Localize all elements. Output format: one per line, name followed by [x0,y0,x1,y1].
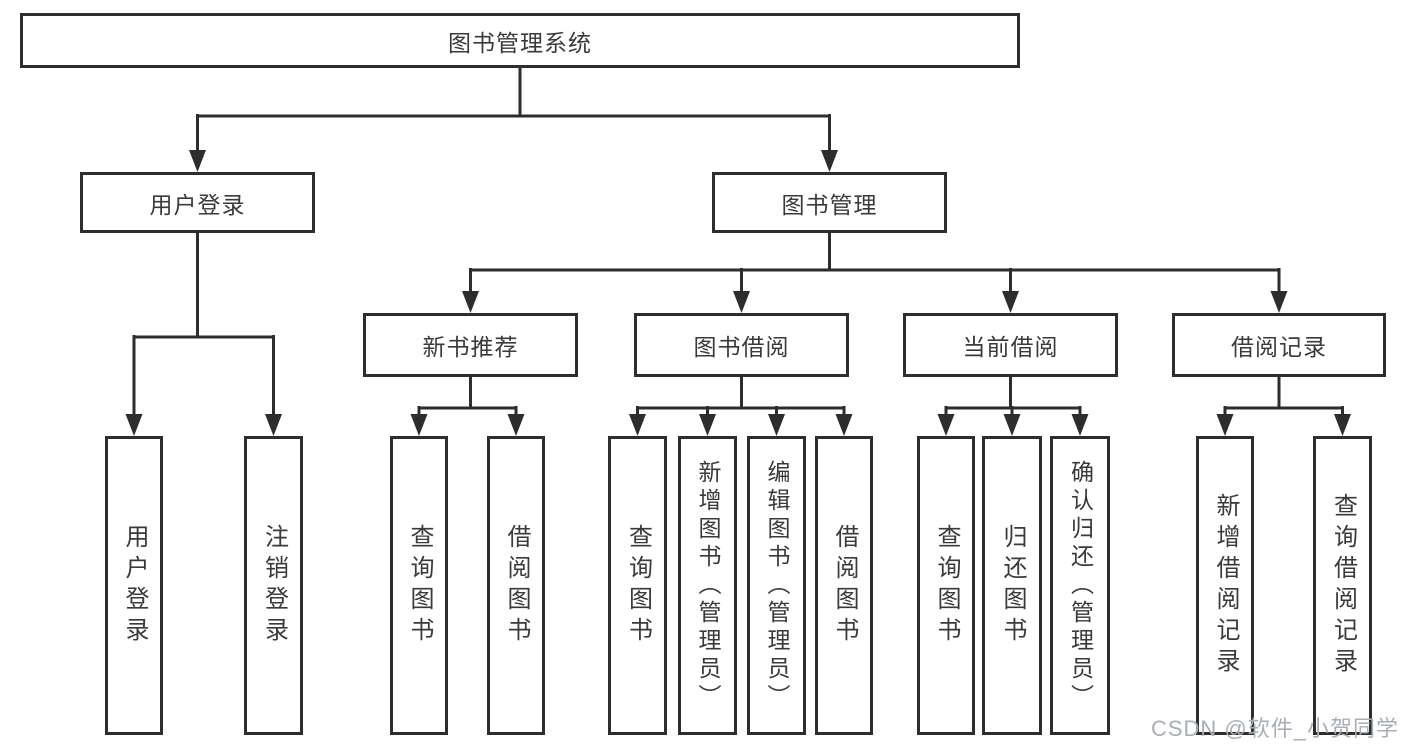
node-label: 当前借阅 [962,334,1059,360]
node-leaf-query-borrow-record: 查询借阅记录 [1313,436,1372,735]
node-label: 借阅图书 [831,523,858,648]
node-label: 编辑图书（管理员） [764,459,790,712]
node-leaf-return-books: 归还图书 [982,436,1042,735]
node-label: 图书借阅 [693,334,790,360]
node-leaf-edit-books-admin: 编辑图书（管理员） [747,436,806,735]
node-label: 用户登录 [121,523,148,648]
node-borrowing-records: 借阅记录 [1172,313,1386,377]
node-label: 查询图书 [624,523,652,648]
node-label: 借阅记录 [1231,334,1327,360]
node-label: 新增图书（管理员） [695,459,721,712]
node-leaf-add-borrow-record: 新增借阅记录 [1196,436,1254,735]
node-label: 图书管理 [781,191,878,218]
node-leaf-borrow-books-borrowing: 借阅图书 [815,436,873,735]
node-leaf-user-login: 用户登录 [105,436,163,735]
node-label: 用户登录 [149,191,246,218]
node-label: 归还图书 [999,523,1026,648]
node-leaf-confirm-return-admin: 确认归还（管理员） [1050,436,1110,735]
node-label: 注销登录 [260,523,288,648]
connector-user-login-children [125,231,282,436]
node-library-management-system: 图书管理系统 [20,13,1020,68]
node-leaf-query-books-borrowing: 查询图书 [608,436,667,735]
node-leaf-query-books-recommend: 查询图书 [390,436,448,735]
node-leaf-logout: 注销登录 [244,436,303,735]
node-label: 新增借阅记录 [1212,492,1239,679]
connector-current-borrowing-children [937,375,1089,436]
node-leaf-query-books-current: 查询图书 [917,436,975,735]
node-label: 借阅图书 [503,523,530,648]
connector-book-management-children [462,231,1288,313]
node-label: 查询图书 [933,523,960,648]
connector-new-book-recommend-children [410,375,525,436]
node-book-management: 图书管理 [712,172,947,233]
node-leaf-borrow-books-recommend: 借阅图书 [487,436,545,735]
node-new-book-recommend: 新书推荐 [363,313,578,377]
node-current-borrowing: 当前借阅 [903,313,1118,377]
node-leaf-add-books-admin: 新增图书（管理员） [678,436,737,735]
node-label: 查询图书 [406,523,433,648]
node-label: 图书管理系统 [448,29,592,56]
node-user-login: 用户登录 [80,172,315,233]
connector-book-borrowing-children [629,375,853,436]
node-book-borrowing: 图书借阅 [634,313,849,377]
node-label: 查询借阅记录 [1329,492,1357,679]
connector-borrowing-records-children [1216,375,1351,436]
node-label: 确认归还（管理员） [1067,459,1094,712]
connector-root-to-level2 [189,66,838,172]
node-label: 新书推荐 [422,334,519,360]
